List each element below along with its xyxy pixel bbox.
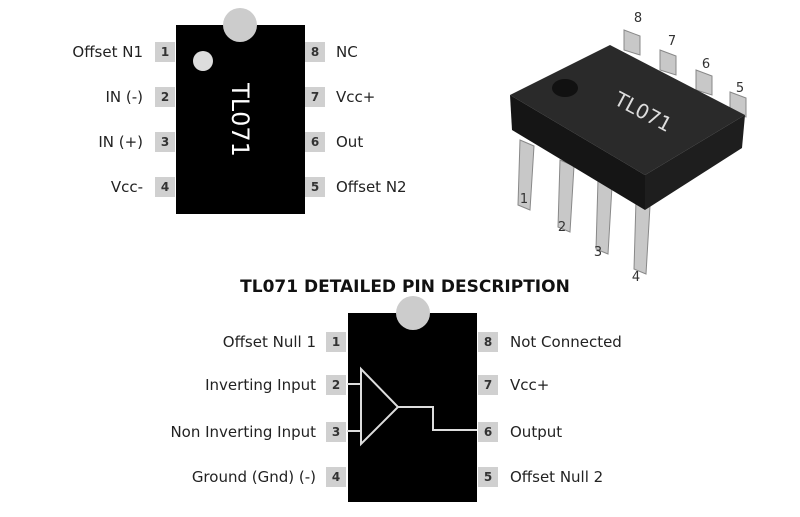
pin-number: 5 — [484, 470, 492, 484]
pin-label: Out — [336, 133, 363, 151]
pin1-dot — [193, 51, 213, 71]
pin-box-8 — [478, 332, 498, 352]
chip-notch — [396, 296, 430, 330]
pin-number: 6 — [311, 135, 319, 149]
photo-pin-number: 8 — [634, 11, 642, 26]
pin-number: 7 — [484, 378, 492, 392]
bottom-chip: 1 Offset Null 1 2 Inverting Input 3 Non Inver… — [170, 296, 622, 502]
pin-label: IN (-) — [105, 88, 143, 106]
photo-pin-3 — [595, 179, 613, 255]
pin-number: 2 — [332, 378, 340, 392]
pin-label: NC — [336, 43, 358, 61]
pin-label: Ground (Gnd) (-) — [192, 468, 316, 486]
photo-pin-6 — [695, 69, 713, 96]
photo-pin-number: 6 — [702, 57, 710, 72]
pin-box-4 — [155, 177, 175, 197]
pin-label: Vcc+ — [510, 376, 549, 394]
pin-label: Offset Null 1 — [223, 333, 316, 351]
pin-box-2 — [326, 375, 346, 395]
photo-pin-4 — [633, 199, 651, 275]
pin-number: 5 — [311, 180, 319, 194]
pin-label: Offset N2 — [336, 178, 407, 196]
pin-label: Offset Null 2 — [510, 468, 603, 486]
pin-box-6 — [305, 132, 325, 152]
pin-number: 8 — [311, 45, 319, 59]
pin-number: 8 — [484, 335, 492, 349]
section-title: TL071 DETAILED PIN DESCRIPTION — [240, 277, 570, 297]
pin-number: 3 — [332, 425, 340, 439]
pin-number: 1 — [332, 335, 340, 349]
photo-pin-number: 2 — [558, 220, 566, 235]
top-chip: TL071 1 Offset N1 2 IN (-) 3 IN (+) 4 Vcc- 8 NC 7 V… — [72, 8, 407, 214]
pin-label: Vcc- — [111, 178, 143, 196]
pin-label: Non Inverting Input — [170, 423, 316, 441]
pin-box-2 — [155, 87, 175, 107]
chip-notch — [223, 8, 257, 42]
pin-label: Output — [510, 423, 562, 441]
pin-box-3 — [326, 422, 346, 442]
pin-box-5 — [305, 177, 325, 197]
pin-label: Offset N1 — [72, 43, 143, 61]
pin-box-4 — [326, 467, 346, 487]
pin-label: IN (+) — [98, 133, 143, 151]
photo-pin-7 — [659, 49, 677, 76]
photo-pin-number: 7 — [668, 34, 676, 49]
photo-pin-1 — [517, 139, 535, 211]
pin-box-1 — [326, 332, 346, 352]
pin-number: 3 — [161, 135, 169, 149]
pin-number: 6 — [484, 425, 492, 439]
photo-chip-side — [510, 95, 645, 210]
pin-number: 7 — [311, 90, 319, 104]
photo-pin-number: 1 — [520, 192, 528, 207]
pin-label: Vcc+ — [336, 88, 375, 106]
pin-box-6 — [478, 422, 498, 442]
chip-label: TL071 — [226, 82, 254, 157]
pin-number: 1 — [161, 45, 169, 59]
photo-chip-end — [645, 115, 745, 210]
op-amp-symbol — [347, 366, 477, 447]
pin-label: Not Connected — [510, 333, 622, 351]
pin-label: Inverting Input — [205, 376, 316, 394]
output-line — [398, 406, 477, 431]
pin-number: 2 — [161, 90, 169, 104]
pin-box-5 — [478, 467, 498, 487]
pin-box-7 — [305, 87, 325, 107]
photo-pin-number: 5 — [736, 81, 744, 96]
pin-number: 4 — [332, 470, 340, 484]
photo-pin-8 — [623, 29, 641, 56]
op-amp-triangle-icon — [360, 366, 400, 447]
photo-chip-top — [510, 45, 745, 175]
pin-box-8 — [305, 42, 325, 62]
photo-pin1-dot — [552, 79, 578, 97]
pin-box-3 — [155, 132, 175, 152]
pin-box-7 — [478, 375, 498, 395]
photo-pin-number: 3 — [594, 245, 602, 260]
photo-pin-number: 4 — [632, 270, 640, 285]
pin-box-1 — [155, 42, 175, 62]
pin-number: 4 — [161, 180, 169, 194]
